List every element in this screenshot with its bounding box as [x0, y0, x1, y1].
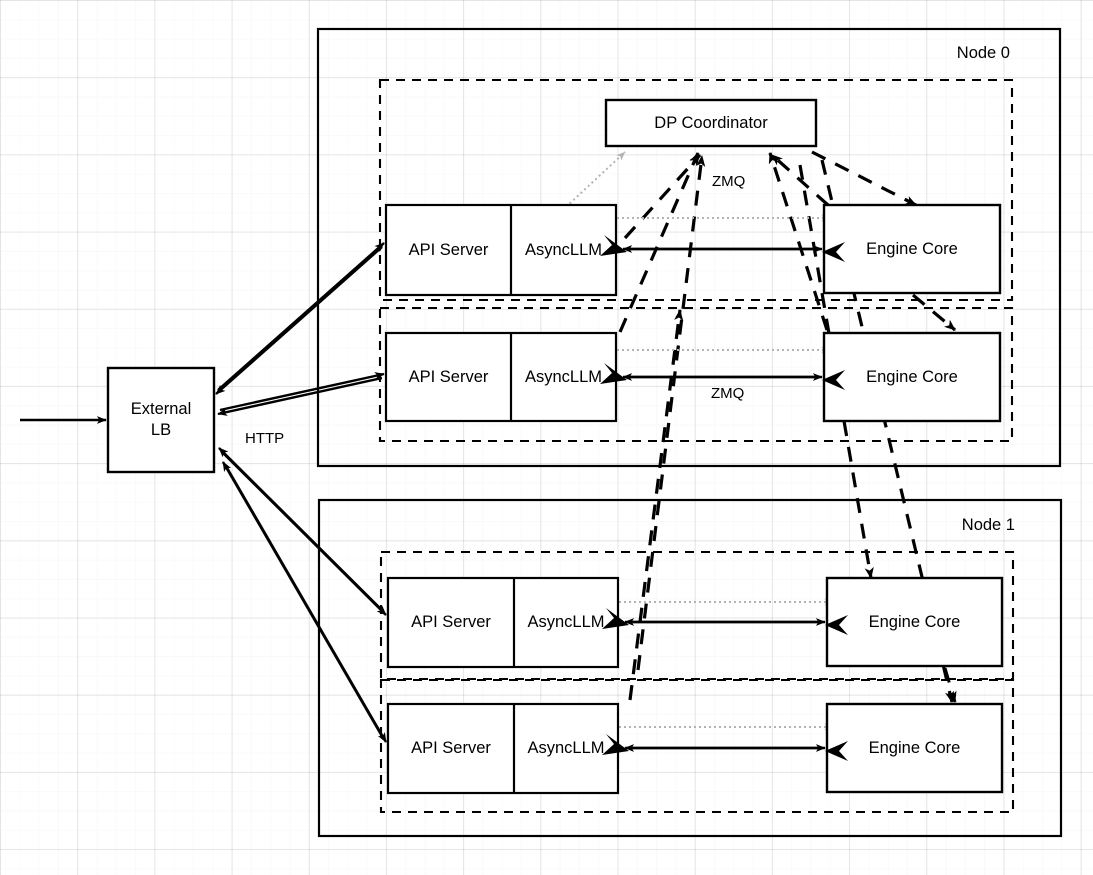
node0-enginecore-box-1	[822, 331, 1002, 423]
zmq-dash-enginecore1-coordinator	[768, 152, 829, 331]
node0-enginecore-box-0	[822, 203, 1002, 295]
http-lb-node0-api1	[217, 372, 385, 416]
node1-enginecore-box-1	[825, 702, 1004, 794]
zmq-dash-enginecore0-enginecore1	[911, 293, 957, 332]
node0-apiserver-box-0	[384, 203, 618, 297]
node1-apiserver-box-0	[386, 576, 620, 669]
dash-node1-enginecore0-enginecore1	[943, 667, 957, 703]
http-lb-node0-api0	[215, 242, 385, 395]
external-lb-box	[106, 366, 216, 474]
http-lb-node1-api0	[218, 447, 387, 616]
zmq-dash-asyncllm0-coordinator	[623, 153, 702, 240]
node0-container	[316, 27, 1062, 468]
node1-dp-group-0	[379, 550, 1015, 681]
zmq-dash-node1-asyncllm0-coordinator	[636, 155, 706, 671]
zmq-dash-asyncllm1-coordinator	[618, 152, 700, 333]
zmq-dash-coordinator-enginecore0	[811, 150, 917, 207]
zmq-dash-enginecore0-coordinator	[770, 153, 830, 207]
dotted-asyncllm0-coordinator	[565, 151, 626, 208]
node1-enginecore-box-0	[825, 576, 1004, 668]
node1-container	[317, 498, 1063, 838]
node1-apiserver-box-1	[386, 702, 620, 795]
node0-apiserver-box-1	[384, 331, 618, 423]
node1-dp-group-1	[379, 678, 1015, 814]
zmq-dash-node1-asyncllm1-coordinator	[628, 309, 684, 701]
dp-coordinator-box	[604, 98, 818, 148]
node0-dp-group-0	[378, 78, 1014, 302]
arrowheads-overlay	[600, 235, 848, 761]
http-lb-node1-api1	[221, 461, 388, 743]
